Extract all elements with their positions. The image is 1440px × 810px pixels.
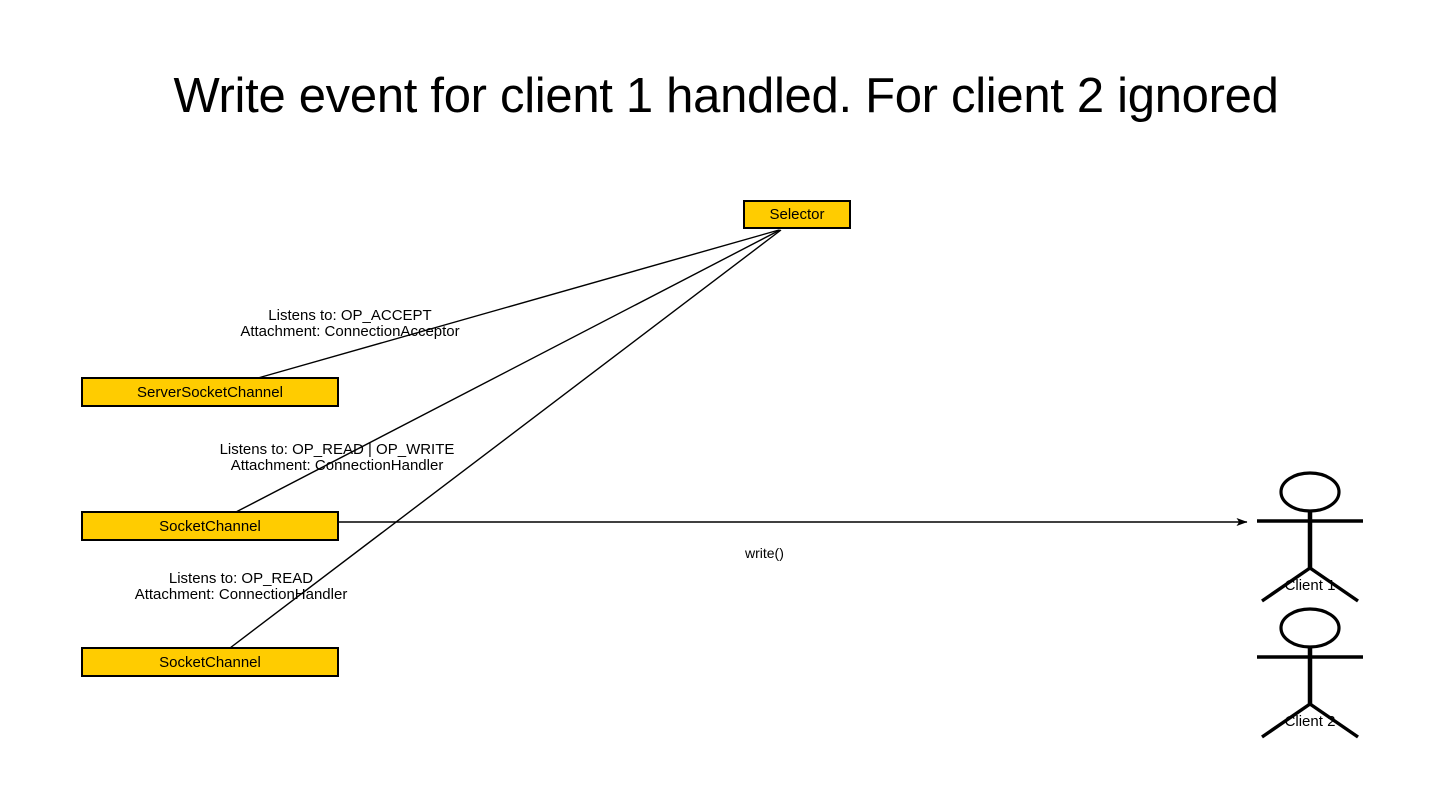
edge-label-line-2: Attachment: ConnectionHandler bbox=[230, 457, 444, 475]
edge-label-line-1: Listens to: OP_ACCEPT bbox=[268, 307, 432, 324]
connector-selector-to-socketchannel-1 bbox=[235, 229, 781, 513]
actor-label-client-1: Client 1 bbox=[1284, 577, 1336, 594]
edge-label-line-2: Attachment: ConnectionAcceptor bbox=[240, 323, 460, 341]
page-title: Write event for client 1 handled. For cl… bbox=[173, 69, 1279, 123]
operation-label-write: write() bbox=[745, 545, 784, 561]
connector-selector-to-serversocketchannel bbox=[257, 229, 780, 379]
connector-selector-to-socketchannel-2 bbox=[229, 229, 782, 649]
edge-label-accept-registration: Listens to: OP_ACCEPT Attachment: Connec… bbox=[135, 307, 565, 341]
client-1-figure bbox=[1257, 471, 1363, 603]
edge-label-read-registration: Listens to: OP_READ Attachment: Connecti… bbox=[26, 570, 456, 604]
node-selector[interactable]: Selector bbox=[743, 200, 851, 229]
node-socket-channel-2[interactable]: SocketChannel bbox=[81, 647, 339, 677]
node-socket-channel-1[interactable]: SocketChannel bbox=[81, 511, 339, 541]
node-server-socket-channel[interactable]: ServerSocketChannel bbox=[81, 377, 339, 407]
client-2-figure bbox=[1257, 607, 1363, 739]
edge-label-line-1: Listens to: OP_READ | OP_WRITE bbox=[219, 441, 455, 458]
edge-label-read-write-registration: Listens to: OP_READ | OP_WRITE Attachmen… bbox=[122, 441, 552, 475]
edge-label-line-1: Listens to: OP_READ bbox=[168, 570, 314, 587]
actor-label-client-2: Client 2 bbox=[1284, 713, 1336, 730]
edge-label-line-2: Attachment: ConnectionHandler bbox=[134, 586, 348, 604]
